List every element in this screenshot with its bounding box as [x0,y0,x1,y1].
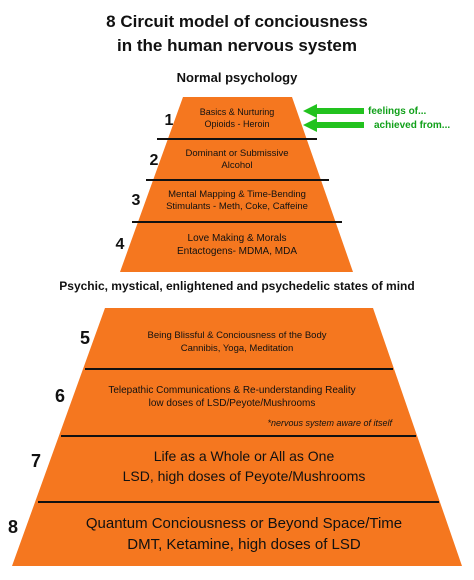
normal-psychology-heading: Normal psychology [177,70,298,85]
arrow-label-feelings: feelings of... [368,106,427,117]
upper-pyramid-shape [120,97,353,272]
circuit-6-line-2: low doses of LSD/Peyote/Mushrooms [149,398,316,409]
title-line-1: 8 Circuit model of conciousness [106,12,368,31]
circuit-8-line-2: DMT, Ketamine, high doses of LSD [127,536,361,553]
lower-pyramid [12,308,462,566]
arrow-achieved-from [303,118,364,132]
circuit-1-number: 1 [165,112,174,129]
circuit-2-number: 2 [150,152,159,169]
arrow-feelings-of [303,104,364,118]
circuit-1-line-2: Opioids - Heroin [204,119,269,129]
arrow-group [303,104,364,132]
arrow-label-achieved: achieved from... [374,120,450,131]
circuit-2-line-2: Alcohol [221,160,252,171]
circuit-6-number: 6 [55,386,65,406]
title-line-2: in the human nervous system [117,36,357,55]
circuit-5-line-2: Cannibis, Yoga, Meditation [181,343,294,354]
circuit-7-number: 7 [31,451,41,471]
circuit-5-line-1: Being Blissful & Conciousness of the Bod… [147,330,326,341]
circuit-7-line-2: LSD, high doses of Peyote/Mushrooms [123,468,366,484]
psychic-states-heading: Psychic, mystical, enlightened and psych… [59,279,414,293]
circuit-3-line-2: Stimulants - Meth, Coke, Caffeine [166,201,308,212]
circuit-1-line-1: Basics & Nurturing [200,107,275,117]
circuit-5-number: 5 [80,328,90,348]
circuit-4-line-2: Entactogens- MDMA, MDA [177,246,297,257]
circuit-4-line-1: Love Making & Morals [188,233,287,244]
circuit-8-line-1: Quantum Conciousness or Beyond Space/Tim… [86,515,402,532]
circuit-4-number: 4 [116,236,125,253]
circuit-3-number: 3 [132,192,141,209]
circuit-8-number: 8 [8,517,18,537]
circuit-3-line-1: Mental Mapping & Time-Bending [168,189,306,200]
circuit-7-line-1: Life as a Whole or All as One [154,448,335,464]
footnote-nervous-system: *nervous system aware of itself [267,418,393,428]
upper-pyramid [120,97,353,272]
circuit-6-line-1: Telepathic Communications & Re-understan… [108,385,355,396]
circuit-2-line-1: Dominant or Submissive [186,148,289,159]
